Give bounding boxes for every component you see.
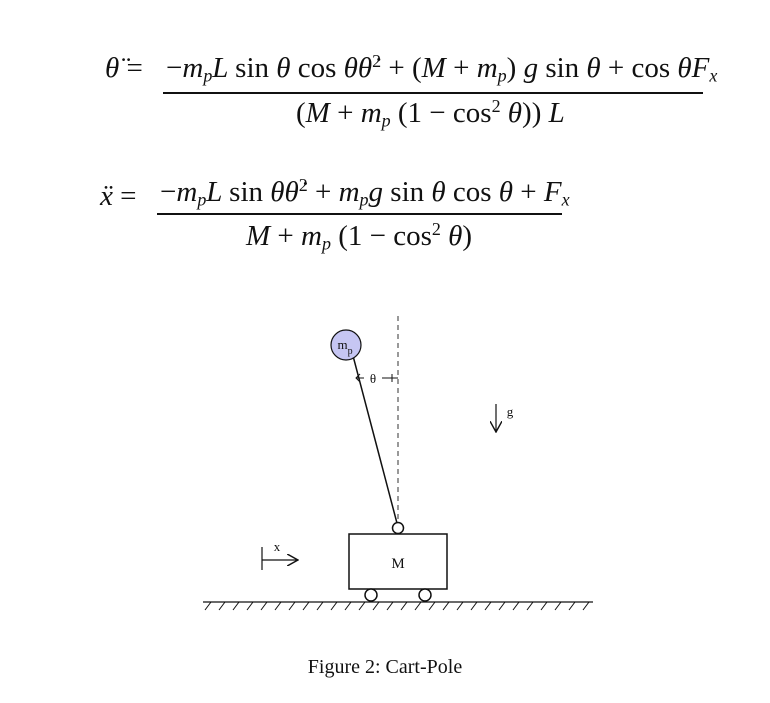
cart-wheel-right <box>418 588 432 602</box>
position-label: x <box>274 539 281 554</box>
figure-caption: Figure 2: Cart-Pole <box>307 656 463 678</box>
cart-body <box>348 533 448 590</box>
pendulum-mass <box>330 329 362 361</box>
cart-label: M <box>391 556 404 572</box>
equation-theta-ddot-lhs: θ̈ = <box>105 52 143 84</box>
equation-theta-ddot-denominator: (M + mp (1 − cos2 θ)) L <box>296 96 565 131</box>
ground-hatching <box>204 601 590 611</box>
equation-x-ddot-lhs: ẍ = <box>100 180 137 212</box>
equation-theta-ddot-numerator: −mpL sin θ cos θθ̇2 + (M + mp) g sin θ +… <box>166 51 718 86</box>
pivot-joint <box>391 521 405 535</box>
theta-indicator <box>355 373 398 383</box>
equation-x-ddot-fraction-bar <box>157 213 562 215</box>
equation-x-ddot-numerator: −mpL sin θθ̇2 + mpg sin θ cos θ + Fx <box>160 175 570 210</box>
gravity-label: g <box>507 404 514 419</box>
theta-label: θ <box>370 371 376 386</box>
cart-wheel-left <box>364 588 378 602</box>
equation-theta-ddot-fraction-bar <box>163 92 703 94</box>
equation-x-ddot-denominator: M + mp (1 − cos2 θ) <box>246 219 473 254</box>
